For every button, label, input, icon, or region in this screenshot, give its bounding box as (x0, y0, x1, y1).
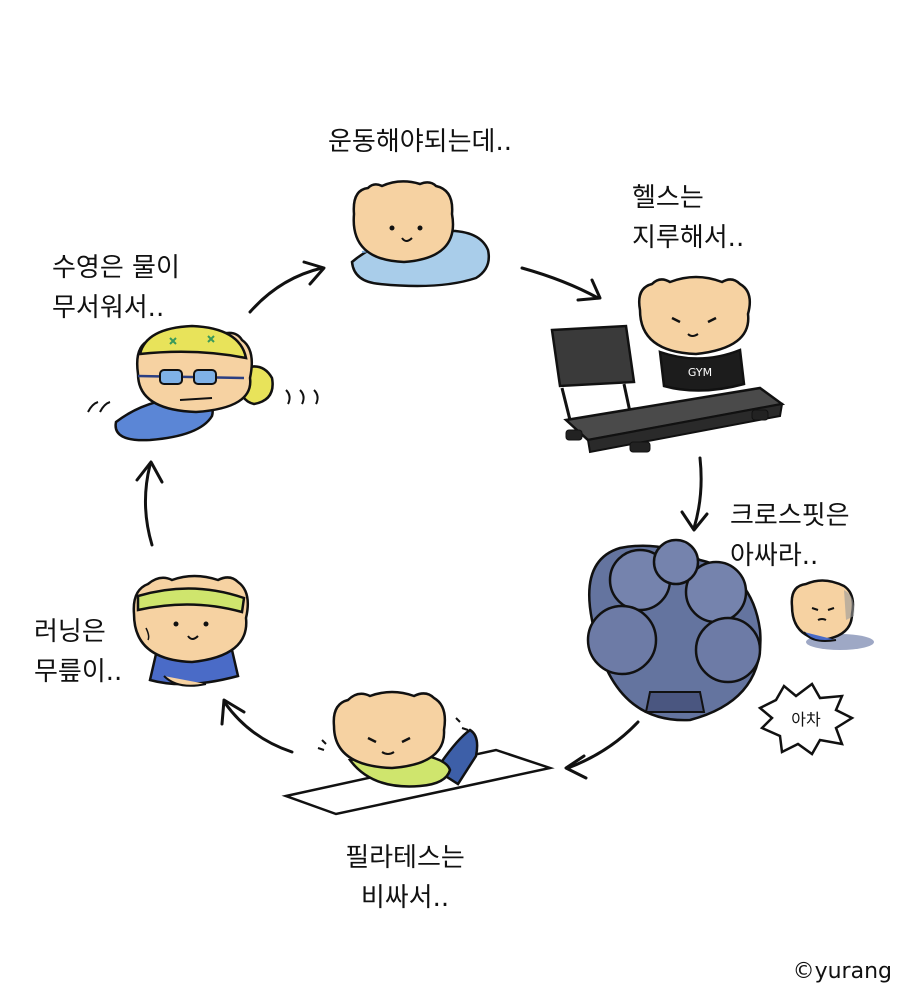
caption-running-line-1: 러닝은 (34, 617, 106, 647)
exclaim-text: 아차 (791, 710, 821, 729)
caption-top-line-1: 운동해야되는데.. (328, 127, 512, 157)
swim-cap (138, 324, 248, 360)
caption-pilates-line-2: 비싸서.. (360, 883, 450, 913)
bear-lying-on-blanket (350, 180, 490, 288)
caption-health-line-2: 지루해서.. (632, 223, 745, 253)
bear-swimming (87, 324, 319, 442)
bear-body (352, 180, 455, 264)
artist-credit: ©yurang (792, 959, 892, 984)
caption-health-line-1: 헬스는 (632, 183, 704, 213)
exclaim-bubble: 아차 (757, 682, 855, 756)
bear-body (332, 690, 447, 770)
small-bear-awkward (790, 579, 874, 650)
bear-body (638, 275, 751, 356)
crossfit-group (586, 538, 762, 722)
caption-swimming-line-2: 무서워서.. (52, 293, 165, 323)
arrow-running-to-swim (135, 460, 164, 547)
caption-crossfit: 크로스핏은 아싸라.. (730, 496, 850, 576)
gym-shirt-text: GYM (688, 366, 712, 379)
caption-pilates-line-1: 필라테스는 (345, 843, 465, 873)
arrow-top-to-health (520, 266, 602, 302)
bear-running (132, 574, 249, 687)
arrow-pilates-to-running (220, 698, 294, 754)
caption-swimming: 수영은 물이 무서워서.. (52, 248, 180, 328)
caption-health: 헬스는 지루해서.. (632, 178, 744, 258)
arrow-health-to-crossfit (680, 456, 709, 532)
caption-crossfit-line-1: 크로스핏은 (730, 501, 850, 531)
headband (136, 587, 246, 614)
cycle-arrows (135, 260, 709, 780)
caption-top: 운동해야되는데.. (300, 122, 540, 162)
caption-crossfit-line-2: 아싸라.. (730, 541, 819, 571)
arrow-swim-to-top (248, 260, 326, 314)
caption-swimming-line-1: 수영은 물이 (52, 253, 180, 283)
goggles (137, 369, 245, 385)
caption-running-line-2: 무릎이.. (34, 657, 123, 687)
bear-on-mat (281, 690, 555, 816)
arrow-crossfit-to-pilates (564, 720, 640, 780)
caption-running: 러닝은 무릎이.. (34, 612, 122, 692)
gym-shirt (658, 348, 746, 392)
bear-on-treadmill: GYM (550, 275, 786, 454)
treadmill-frame (550, 324, 636, 388)
caption-pilates: 필라테스는 비싸서.. (330, 838, 480, 918)
